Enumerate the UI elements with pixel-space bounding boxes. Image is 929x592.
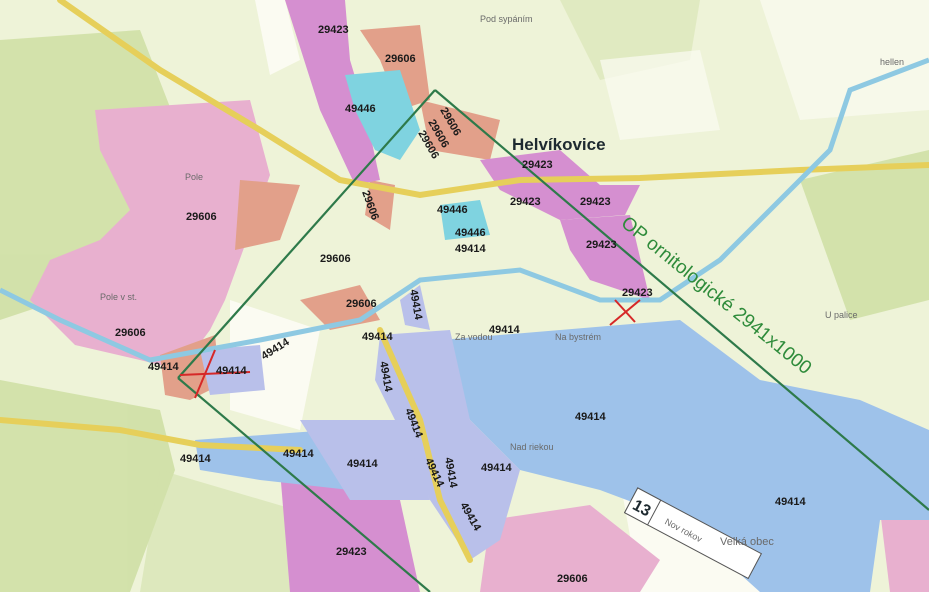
parcel-label: 29423 bbox=[522, 159, 553, 171]
parcel-label: 29423 bbox=[318, 24, 349, 36]
label-velka-obec: Velká obec bbox=[720, 536, 774, 548]
parcels-salmon bbox=[160, 25, 500, 400]
protection-zone-outline bbox=[177, 89, 929, 592]
parcel-label: 29423 bbox=[580, 196, 611, 208]
parcel-label: 49446 bbox=[345, 103, 376, 115]
label-pod-sypanim: Pod sypáním bbox=[480, 14, 533, 24]
parcel-label: 49414 bbox=[575, 411, 606, 423]
label-nad-riekou: Nad riekou bbox=[510, 442, 554, 452]
parcel-label: 29606 bbox=[115, 327, 146, 339]
label-za-vodou: Za vodou bbox=[455, 332, 493, 342]
parcel-label: 49414 bbox=[442, 456, 459, 489]
parcel-label: 49414 bbox=[180, 453, 211, 465]
parcels-49414-lavender bbox=[200, 285, 520, 560]
label-helle: hellen bbox=[880, 57, 904, 67]
roads bbox=[0, 0, 929, 563]
parcel-label: 49414 bbox=[283, 448, 314, 460]
parcel-label: 29606 bbox=[385, 53, 416, 65]
parcel-label: 49446 bbox=[437, 204, 468, 216]
parcel-label: 49414 bbox=[489, 324, 520, 336]
parcel-label: 49414 bbox=[347, 458, 378, 470]
parcel-label: 29606 bbox=[186, 211, 217, 223]
parcels-49446 bbox=[345, 70, 490, 240]
parcel-label: 49414 bbox=[775, 496, 806, 508]
parcel-label: 49414 bbox=[455, 243, 486, 255]
label-u-palice: U palice bbox=[825, 310, 858, 320]
label-pole: Pole bbox=[185, 172, 203, 182]
label-na-bystrim: Na bystrém bbox=[555, 332, 601, 342]
sheet-number-box: 13 Nov rokov bbox=[623, 487, 763, 580]
parcel-label: 49414 bbox=[362, 331, 393, 343]
label-pole2: Pole v st. bbox=[100, 292, 137, 302]
parcel-label: 29423 bbox=[586, 239, 617, 251]
parcel-label: 49446 bbox=[455, 227, 486, 239]
river bbox=[0, 57, 929, 363]
parcel-label: 49414 bbox=[481, 462, 512, 474]
parcel-label: 29423 bbox=[510, 196, 541, 208]
parcel-label: 49414 bbox=[377, 360, 394, 393]
parcel-label: 29423 bbox=[622, 287, 653, 299]
red-marks bbox=[179, 299, 641, 399]
parcel-label: 29606 bbox=[320, 253, 351, 265]
parcel-label: 49414 bbox=[148, 361, 179, 373]
parcel-label: 29423 bbox=[336, 546, 367, 558]
parcel-label: 29606 bbox=[557, 573, 588, 585]
sheet-number: 13 bbox=[630, 497, 654, 520]
place-name: Helvíkovice bbox=[512, 135, 606, 154]
parcel-label: 49414 bbox=[407, 288, 424, 321]
parcel-label: 49414 bbox=[216, 365, 247, 377]
parcel-label: 29606 bbox=[346, 298, 377, 310]
